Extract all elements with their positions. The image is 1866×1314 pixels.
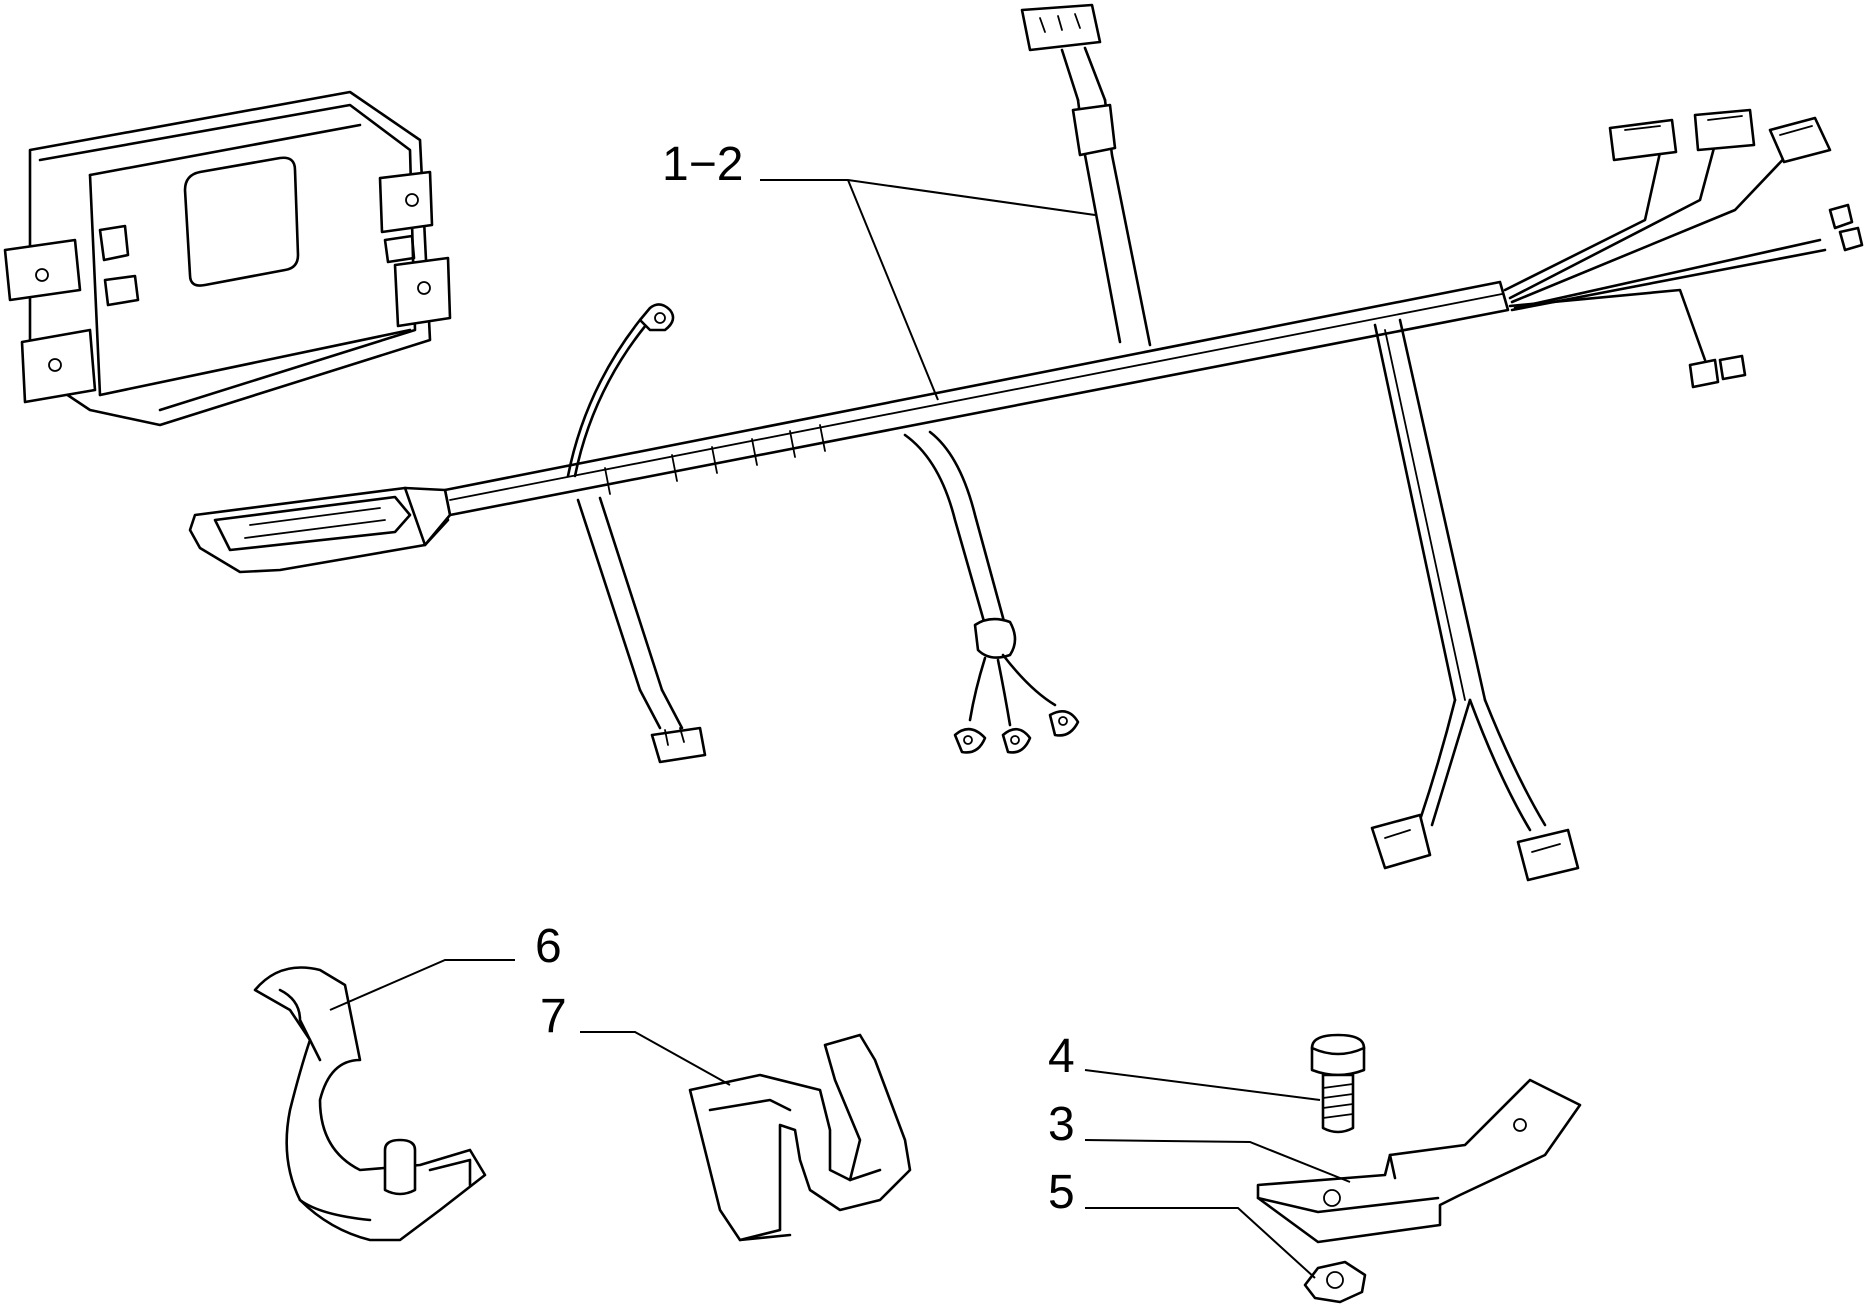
bolt bbox=[1310, 1033, 1366, 1134]
callout-nut: 5 bbox=[1048, 1166, 1075, 1219]
leader-lines bbox=[329, 179, 1351, 1279]
callout-spring-clip: 7 bbox=[540, 990, 567, 1043]
callout-labels: 1−2 6 7 4 3 5 bbox=[535, 138, 1075, 1219]
bracket bbox=[1256, 1078, 1582, 1244]
callout-bracket: 3 bbox=[1048, 1098, 1075, 1151]
spring-clip bbox=[688, 1033, 912, 1242]
callout-bolt: 4 bbox=[1048, 1030, 1075, 1083]
wiring-harness bbox=[188, 3, 1864, 882]
harness-clip bbox=[253, 966, 487, 1242]
callout-clip: 6 bbox=[535, 920, 562, 973]
control-unit bbox=[3, 90, 452, 427]
nut bbox=[1303, 1260, 1367, 1304]
callout-harness: 1−2 bbox=[662, 138, 743, 191]
